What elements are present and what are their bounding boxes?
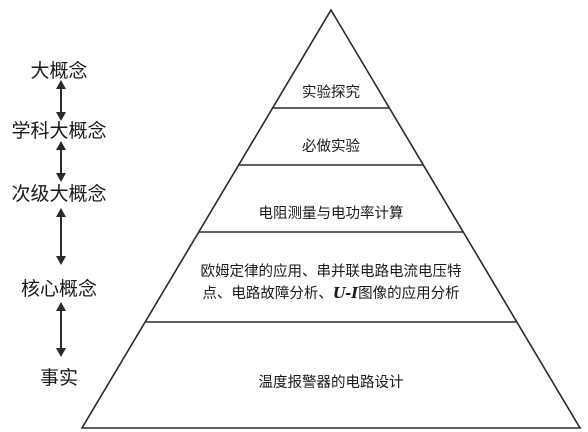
layer-4-text-line-2-head: 点、电路故障分析、 (202, 284, 333, 302)
pyramid-outline (80, 8, 582, 429)
double-arrow-3 (56, 208, 66, 265)
level-label-big-concept: 大概念 (30, 59, 87, 82)
level-label-subject-big-concept: 学科大概念 (11, 119, 106, 142)
layer-5-text: 温度报警器的电路设计 (259, 374, 404, 391)
double-arrow-1 (56, 80, 66, 121)
layer-1-text: 实验探究 (302, 84, 360, 101)
level-label-core-concept: 核心概念 (21, 277, 97, 300)
layer-2-text: 必做实验 (302, 138, 360, 155)
layer-4-text-line-2: 点、电路故障分析、U-I图像的应用分析 (202, 284, 459, 302)
double-arrow-2 (56, 141, 66, 182)
layer-3-text: 电阻测量与电功率计算 (259, 205, 404, 222)
layer-4-text-emphasis: U-I (333, 285, 359, 302)
layer-4-text-line-1: 欧姆定律的应用、串并联电路电流电压特 (201, 262, 462, 280)
level-label-secondary-big-concept: 次级大概念 (11, 182, 106, 205)
double-arrow-4 (56, 302, 66, 357)
layer-4-text-line-2-tail: 图像的应用分析 (358, 284, 460, 302)
level-label-fact: 事实 (40, 367, 78, 389)
